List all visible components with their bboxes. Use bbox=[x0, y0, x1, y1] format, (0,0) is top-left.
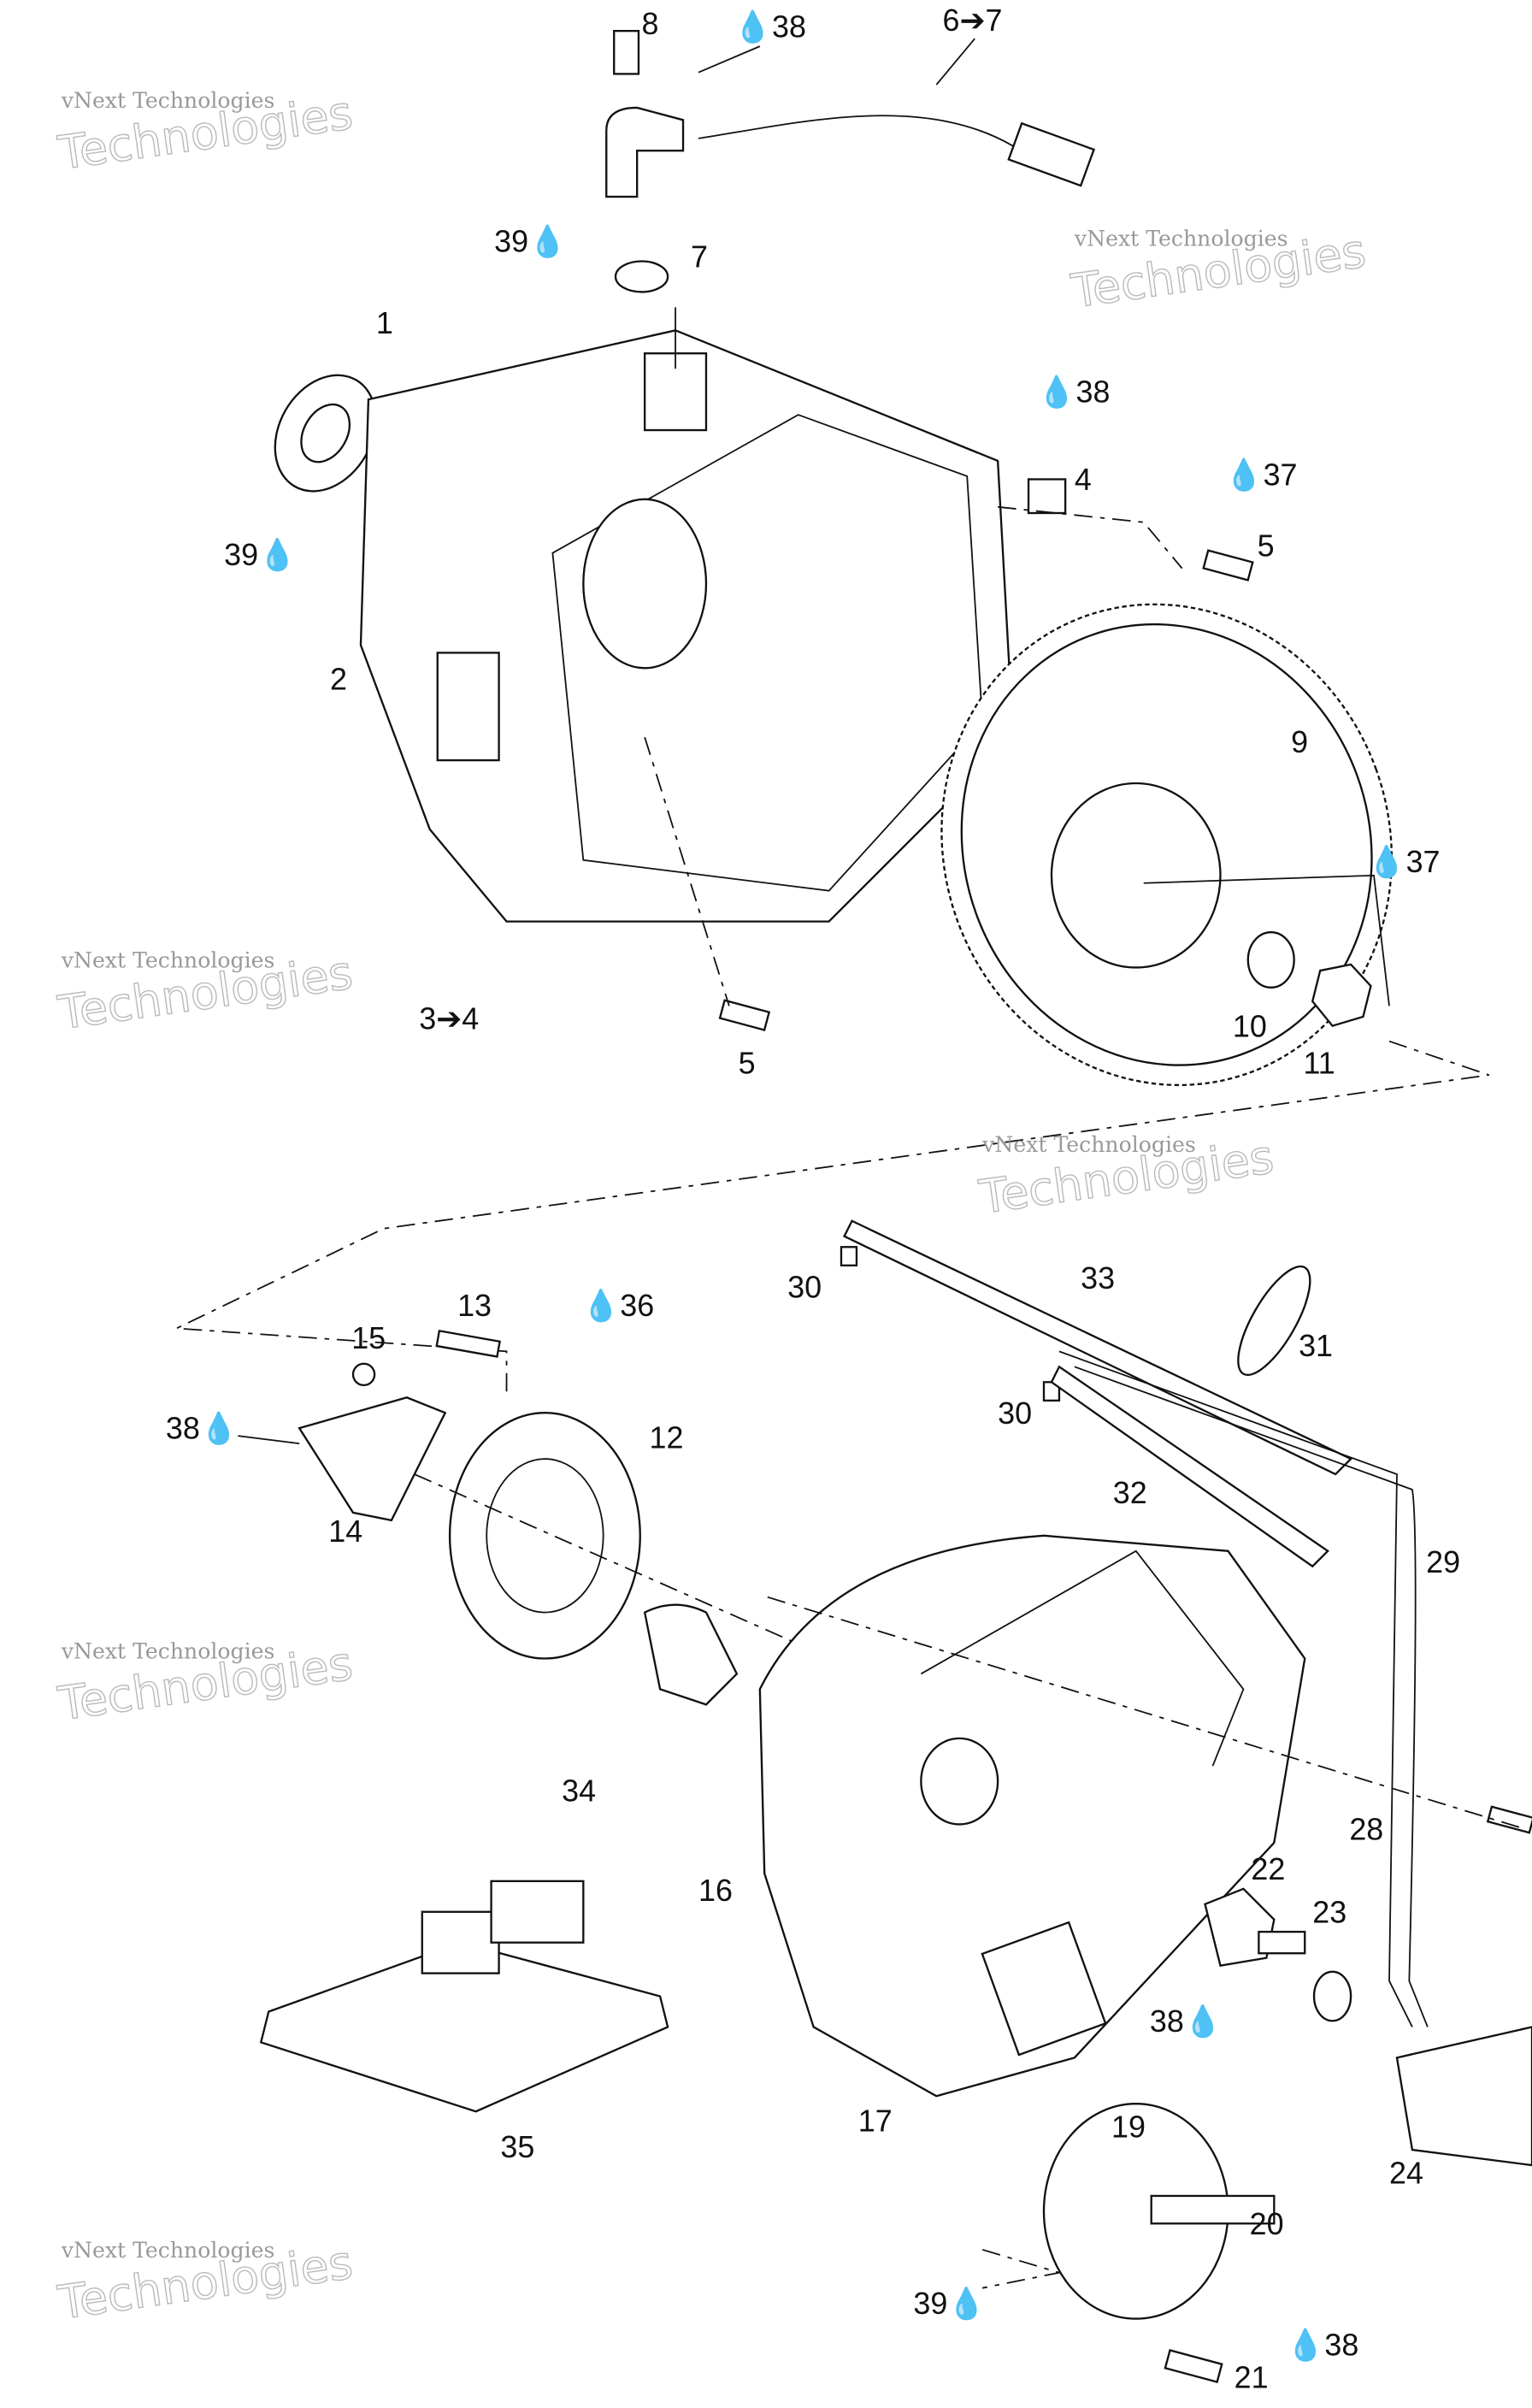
stator-12 bbox=[448, 1412, 739, 1706]
callout-c31: 31 bbox=[1299, 1328, 1333, 1363]
connector-34 bbox=[643, 1603, 739, 1706]
bolt-5b bbox=[718, 999, 771, 1031]
callout-c39a: 39💧 bbox=[494, 224, 567, 259]
bolt-15 bbox=[351, 1362, 376, 1387]
bolt-21 bbox=[1164, 2349, 1223, 2383]
callout-c10: 10 bbox=[1233, 1008, 1267, 1043]
callout-c14: 14 bbox=[328, 1514, 362, 1549]
callout-c35: 35 bbox=[500, 2129, 534, 2164]
callout-c38e: 💧38 bbox=[1287, 2328, 1359, 2363]
watermark-text: vNext Technologies bbox=[61, 947, 275, 972]
callout-c30b: 30 bbox=[998, 1396, 1032, 1431]
callout-c37b: 💧37 bbox=[1368, 844, 1441, 879]
callout-c34: 34 bbox=[562, 1773, 596, 1808]
callout-c4: 4 bbox=[1075, 462, 1092, 497]
watermark-text: vNext Technologies bbox=[61, 1638, 275, 1663]
washer-10 bbox=[1246, 931, 1295, 989]
callout-c29: 29 bbox=[1426, 1544, 1460, 1579]
callout-c38d: 38💧 bbox=[1150, 2004, 1223, 2039]
callout-c11: 11 bbox=[1303, 1045, 1335, 1080]
callout-c37a: 💧37 bbox=[1225, 457, 1298, 493]
watermark-text: vNext Technologies bbox=[1074, 227, 1288, 251]
callout-c17: 17 bbox=[858, 2104, 893, 2139]
hose-29 bbox=[1074, 1366, 1429, 2027]
ecu-35 bbox=[259, 1880, 669, 2113]
clip-30a bbox=[840, 1246, 858, 1266]
bracket-14 bbox=[298, 1396, 447, 1522]
callout-c12: 12 bbox=[650, 1419, 684, 1455]
callout-c23: 23 bbox=[1312, 1894, 1346, 1929]
housing-1-2 bbox=[274, 307, 1015, 923]
bolt-13 bbox=[435, 1329, 501, 1358]
callout-c32: 32 bbox=[1113, 1475, 1147, 1510]
callout-c15: 15 bbox=[351, 1320, 386, 1355]
callout-c24: 24 bbox=[1389, 2156, 1423, 2191]
watermark-text: vNext Technologies bbox=[61, 2238, 275, 2263]
bolt-5a bbox=[1202, 549, 1254, 581]
callout-c3: 3➔4 bbox=[419, 1000, 479, 1036]
callout-c7: 7 bbox=[691, 239, 708, 274]
callout-c38c: 38💧 bbox=[166, 1411, 239, 1446]
hose-32 bbox=[1050, 1365, 1330, 1568]
bolt-28 bbox=[1486, 1805, 1532, 1834]
callout-c16: 16 bbox=[698, 1873, 733, 1908]
sensor-22-23 bbox=[1204, 1887, 1352, 2022]
callout-c1: 1 bbox=[376, 305, 393, 340]
pump-24 bbox=[1395, 2026, 1532, 2167]
callout-c39b: 39💧 bbox=[224, 537, 297, 572]
callout-c21: 21 bbox=[1234, 2359, 1269, 2394]
callout-c5a: 5 bbox=[1258, 528, 1275, 563]
cap-19-20 bbox=[1042, 2103, 1276, 2320]
cover-16-17 bbox=[758, 1534, 1306, 2098]
sensor-assembly bbox=[605, 30, 1096, 293]
callout-c33: 33 bbox=[1081, 1260, 1115, 1295]
callout-c9: 9 bbox=[1291, 724, 1308, 759]
callout-c38b: 💧38 bbox=[1038, 375, 1111, 410]
callout-c20: 20 bbox=[1250, 2206, 1284, 2241]
callout-c38a: 💧38 bbox=[734, 9, 806, 44]
callout-c2: 2 bbox=[330, 661, 347, 696]
callout-c5b: 5 bbox=[739, 1045, 756, 1080]
callout-c19: 19 bbox=[1111, 2110, 1146, 2145]
callout-c22: 22 bbox=[1251, 1851, 1285, 1886]
callout-c8: 8 bbox=[642, 6, 659, 41]
callout-c36: 💧36 bbox=[582, 1288, 655, 1323]
callout-c28: 28 bbox=[1349, 1811, 1383, 1846]
watermark-text: vNext Technologies bbox=[981, 1132, 1196, 1157]
callout-c30a: 30 bbox=[787, 1270, 822, 1305]
callout-c39c: 39💧 bbox=[913, 2286, 986, 2321]
callout-c13: 13 bbox=[457, 1288, 492, 1323]
dowel-4 bbox=[1027, 478, 1067, 515]
nut-11 bbox=[1311, 963, 1372, 1028]
callout-c6: 6➔7 bbox=[942, 3, 1002, 38]
clamp-31 bbox=[1237, 1265, 1311, 1377]
watermark-text: vNext Technologies bbox=[61, 88, 275, 113]
